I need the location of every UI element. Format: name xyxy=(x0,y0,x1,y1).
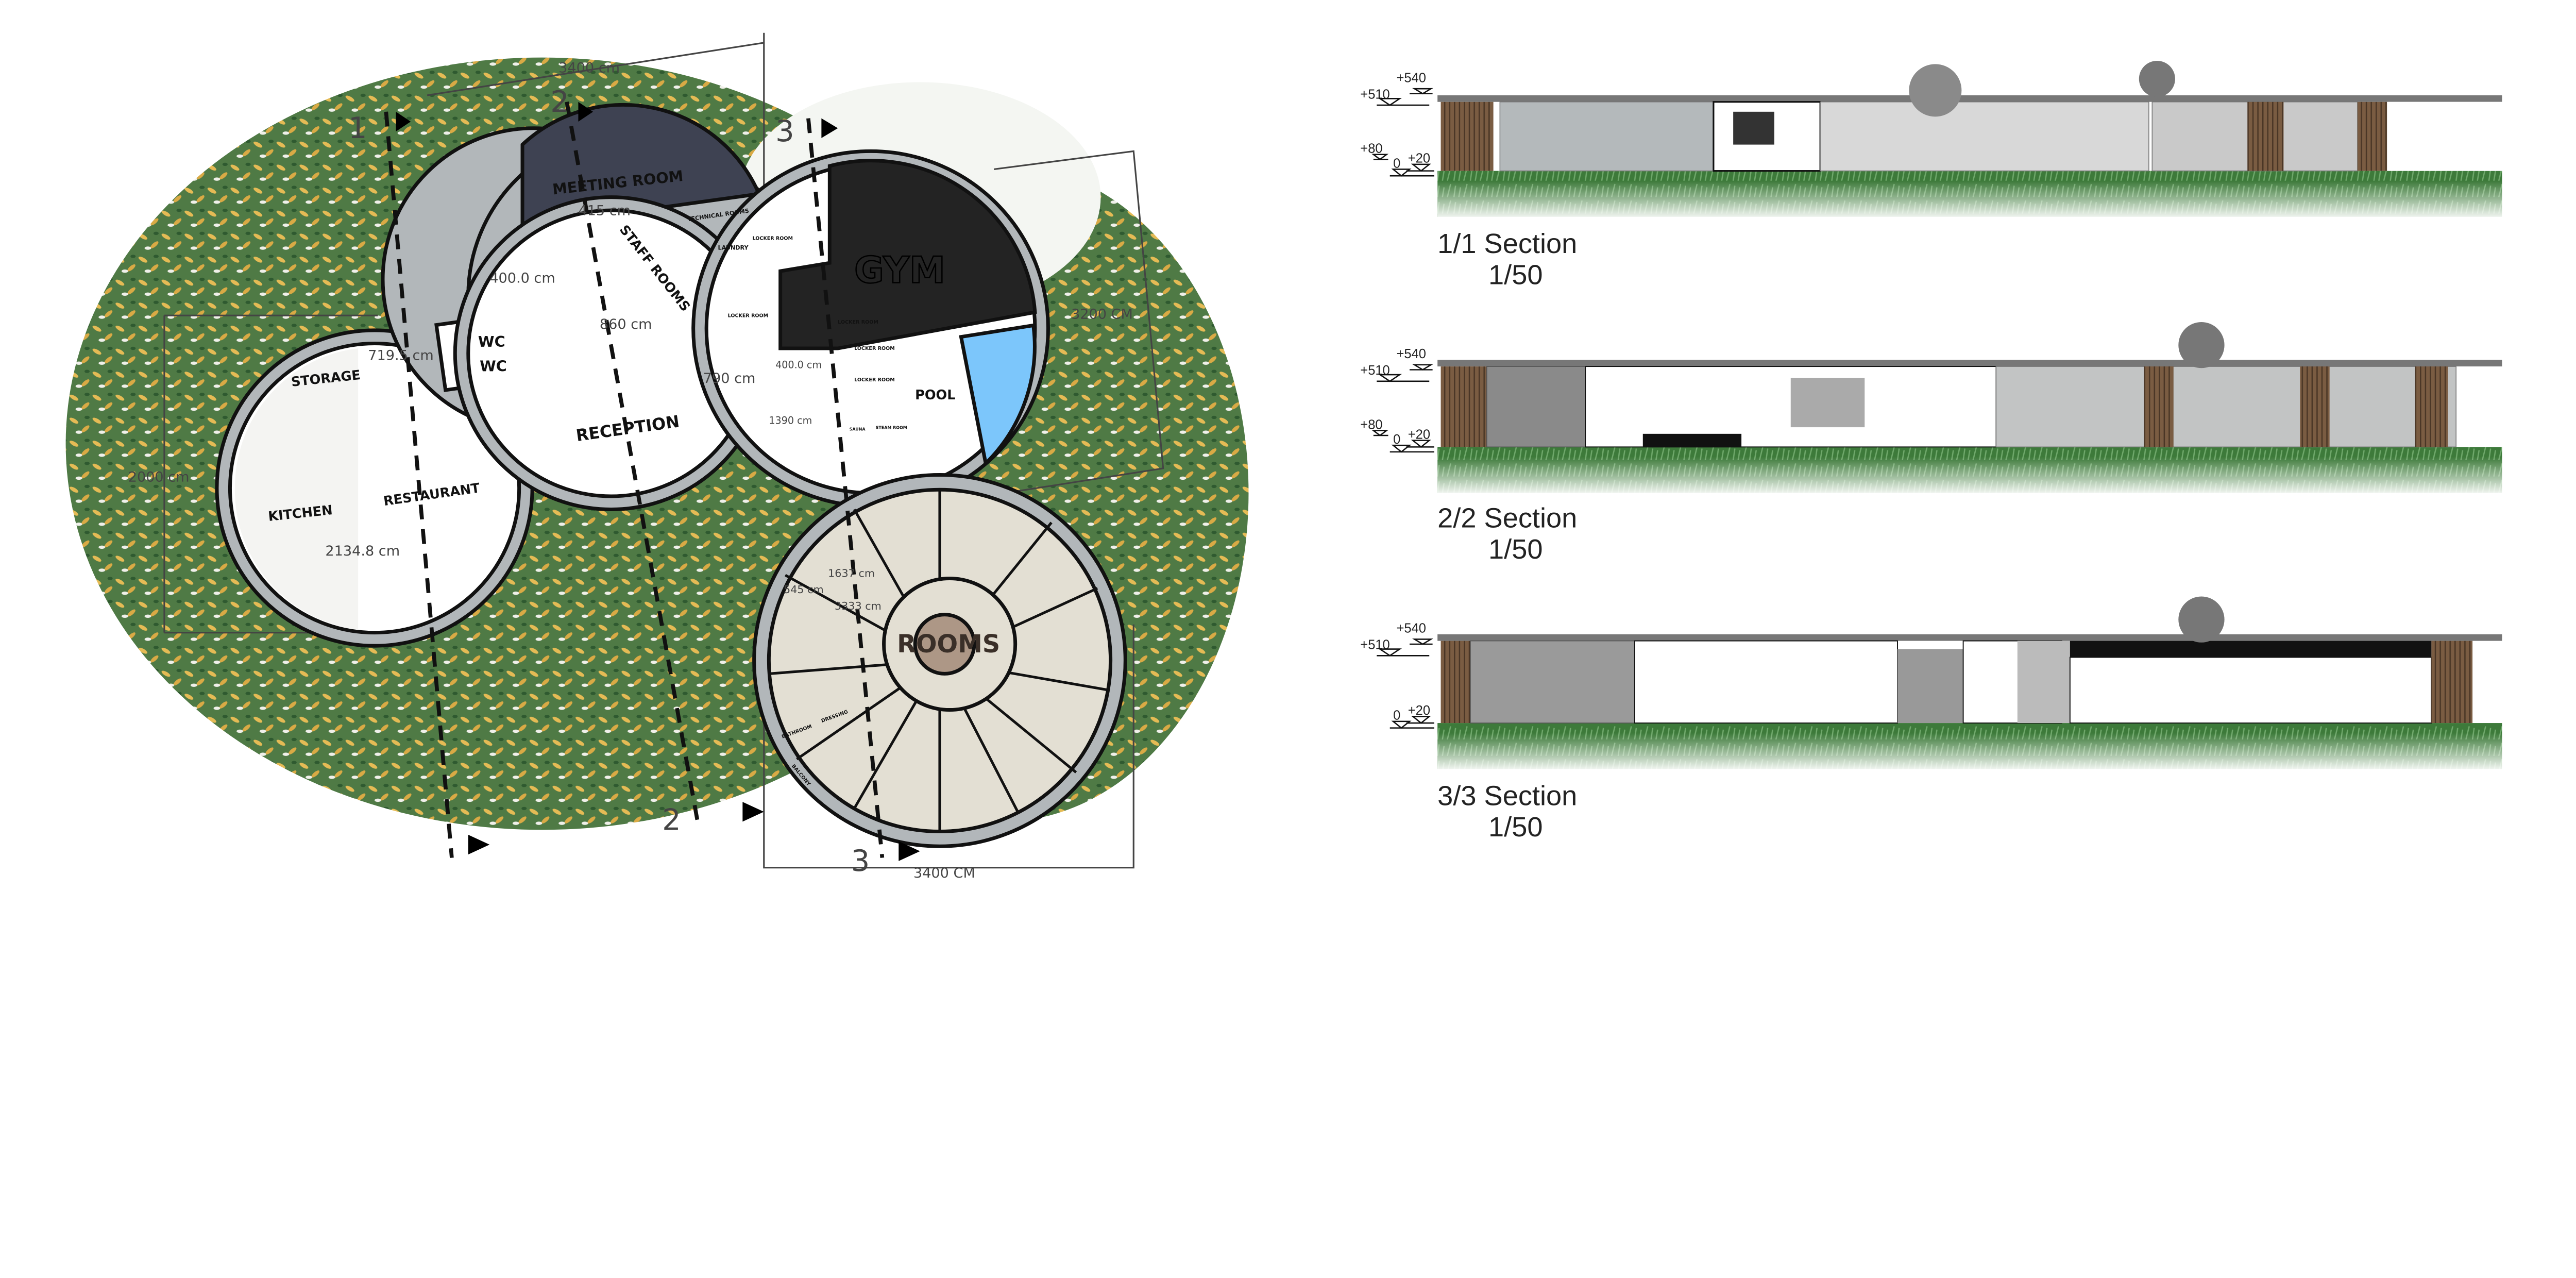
pool-water xyxy=(959,323,1037,467)
section-mark-3-top: 3 xyxy=(775,114,794,148)
dim-staff-width: 415 cm xyxy=(578,203,631,219)
level-510: +510 xyxy=(1360,87,1389,102)
section-drawing xyxy=(1437,60,2502,221)
section-scale: 1/50 xyxy=(1488,534,1543,565)
level-markers xyxy=(1371,364,1434,453)
label-rooms: ROOMS xyxy=(897,630,1000,659)
tree-icon xyxy=(2139,60,2175,97)
level-0: 0 xyxy=(1393,156,1400,171)
level-20: +20 xyxy=(1408,427,1430,442)
rooms-core xyxy=(913,613,976,676)
level-20: +20 xyxy=(1408,703,1430,718)
dim-restaurant: 2134.8 cm xyxy=(325,543,400,559)
section-title: 3/3 Section xyxy=(1437,780,1577,811)
section-1: +510 +540 +80 0 +20 1/1 Section 1/50 xyxy=(1360,60,2502,291)
building-footprint xyxy=(215,103,1127,848)
section-mark-1: 1 xyxy=(348,111,367,145)
label-locker-room-5: LOCKER ROOM xyxy=(854,377,895,383)
section-cut-lines xyxy=(384,102,885,858)
label-pool: POOL xyxy=(915,388,955,403)
section-drawing xyxy=(1437,322,2502,497)
dim-corridor: 860 cm xyxy=(600,316,652,332)
dim-gym-depth: 1390 cm xyxy=(769,415,812,427)
dim-top: 3400 cm xyxy=(558,60,620,76)
dim-room-b: 1637 cm xyxy=(828,567,875,579)
section-mark-2-top: 2 xyxy=(550,85,569,119)
label-locker-room-2: LOCKER ROOM xyxy=(728,313,769,318)
level-540: +540 xyxy=(1396,347,1426,361)
label-sauna: SAUNA xyxy=(850,427,866,431)
arrow-icon xyxy=(396,111,411,132)
level-540: +540 xyxy=(1396,71,1426,85)
section-scale: 1/50 xyxy=(1488,812,1543,843)
section-title: 1/1 Section xyxy=(1437,228,1577,259)
section-arrows xyxy=(396,102,920,861)
section-mark-2-bottom: 2 xyxy=(662,802,681,837)
label-locker-room-4: LOCKER ROOM xyxy=(854,346,895,351)
level-510: +510 xyxy=(1360,363,1389,378)
arrow-icon xyxy=(899,841,920,861)
label-wc-1: WC xyxy=(478,333,505,350)
dim-reception: 790 cm xyxy=(703,371,756,386)
level-20: +20 xyxy=(1408,152,1430,166)
dim-room-a: 545 cm xyxy=(784,583,824,596)
label-laundry: LAUNDRY xyxy=(718,245,749,251)
section-scale: 1/50 xyxy=(1488,260,1543,291)
section-2: +510 +540 +80 0 +20 2/2 Section 1/50 xyxy=(1360,322,2502,565)
dim-left: 2000 cm xyxy=(128,469,190,485)
kitchen-area xyxy=(234,348,359,630)
floor-plan: 1 2 3 2 3 MEETING ROOM TECHNICAL ROOMS S… xyxy=(65,32,1249,881)
level-510: +510 xyxy=(1360,638,1389,652)
section-3: +510 +540 0 +20 3/3 Section 1/50 xyxy=(1360,596,2502,843)
tree-icon xyxy=(2178,322,2225,368)
dim-storage: 719.5 cm xyxy=(368,347,433,363)
level-80: +80 xyxy=(1360,417,1382,432)
label-wc-2: WC xyxy=(480,358,507,375)
dim-right: 3200 CM xyxy=(1071,307,1133,323)
drawing-sheet: 1 2 3 2 3 MEETING ROOM TECHNICAL ROOMS S… xyxy=(65,32,2502,881)
section-mark-3-bottom: 3 xyxy=(851,844,870,878)
level-0: 0 xyxy=(1393,432,1400,447)
level-markers xyxy=(1377,638,1434,729)
dim-bottom: 3400 CM xyxy=(913,865,975,881)
label-locker-room-3: LOCKER ROOM xyxy=(838,320,878,325)
tree-icon xyxy=(2178,596,2225,643)
section-title: 2/2 Section xyxy=(1437,503,1577,534)
dim-locker: 400.0 cm xyxy=(775,359,822,371)
section-drawing xyxy=(1437,596,2502,772)
level-540: +540 xyxy=(1396,621,1426,636)
level-0: 0 xyxy=(1393,709,1400,723)
dim-staff-height: 400.0 cm xyxy=(489,270,555,286)
level-markers xyxy=(1371,88,1434,177)
tree-icon xyxy=(1909,64,1962,117)
meeting-room xyxy=(520,103,762,229)
label-gym: GYM xyxy=(854,249,945,291)
arrow-icon xyxy=(578,102,594,122)
label-locker-room-1: LOCKER ROOM xyxy=(752,236,793,242)
gym-area xyxy=(778,159,1037,350)
level-80: +80 xyxy=(1360,142,1382,156)
arrow-icon xyxy=(468,834,490,855)
arrow-icon xyxy=(821,118,838,138)
arrow-icon xyxy=(742,802,764,822)
label-steam-room: STEAM ROOM xyxy=(876,425,907,430)
dim-room-c: 3333 cm xyxy=(835,600,882,612)
